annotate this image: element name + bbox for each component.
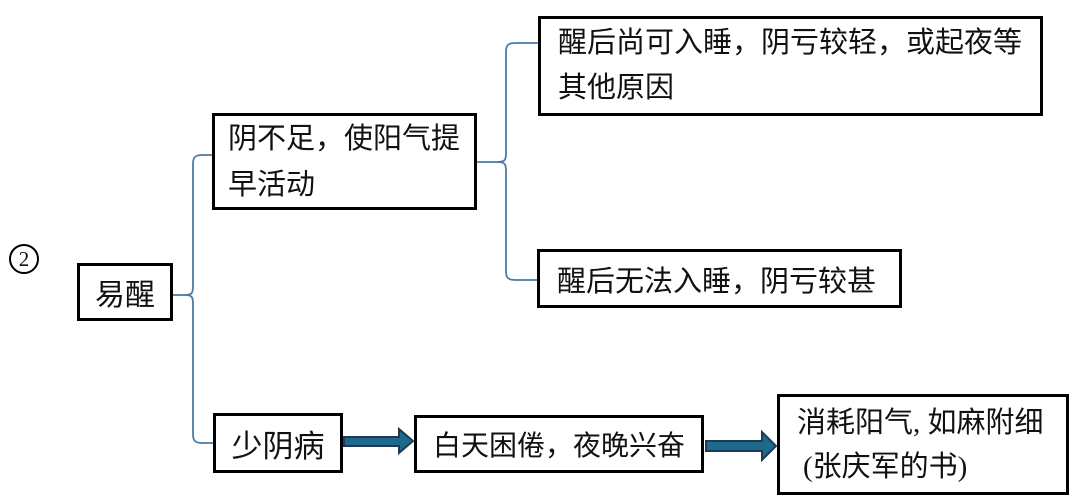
node-label-line: 醒后尚可入睡，阴亏较轻，或起夜等 [558,27,1023,59]
arrow-daytime-to-consume [705,429,778,463]
node-label-line: 其他原因 [558,72,675,104]
node-yin-deficiency: 阴不足，使阳气提 早活动 [212,113,477,210]
brace-yin-upper-branch [496,42,538,163]
brace-root-upper-branch [184,154,212,296]
node-label-line: 早活动 [228,168,316,201]
arrow-shaoyin-to-daytime [343,426,415,456]
item-number: 2 [18,246,30,271]
node-label-line: 少阴病 [231,428,325,464]
node-daytime-drowsy-night-excited: 白天困倦，夜晚兴奋 [414,415,704,473]
node-wake-cannot-resleep: 醒后无法入睡，阴亏较甚 [537,249,902,308]
node-label-line: 白天困倦，夜晚兴奋 [432,431,685,462]
node-label-line: 阴不足，使阳气提 [228,122,461,155]
node-label-line: 消耗阳气, 如麻附细 [797,406,1044,439]
node-easily-waking: 易醒 [77,263,173,321]
item-number-badge: 2 [9,244,39,274]
node-label-line: 易醒 [95,279,155,312]
node-label-line: (张庆军的书) [803,450,968,483]
node-wake-can-resleep: 醒后尚可入睡，阴亏较轻，或起夜等 其他原因 [538,16,1043,116]
brace-root-lower-branch [184,294,213,444]
node-label-line: 醒后无法入睡，阴亏较甚 [557,265,877,298]
brace-yin-lower-branch [496,161,537,281]
node-shaoyin-disease: 少阴病 [213,413,343,473]
node-consume-yang-qi: 消耗阳气, 如麻附细 (张庆军的书) [777,394,1069,495]
